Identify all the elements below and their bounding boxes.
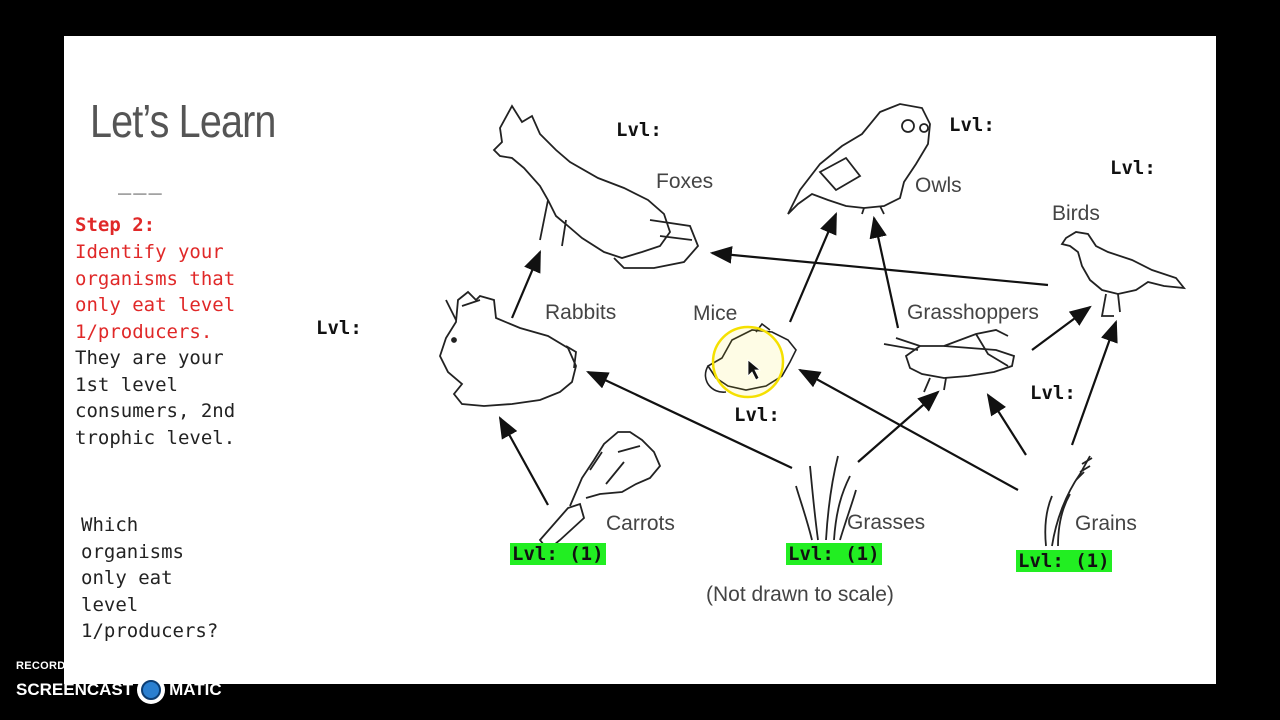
level-label-foxes: Lvl: xyxy=(616,119,662,141)
rabbit-illustration xyxy=(439,290,577,407)
fox-illustration xyxy=(492,104,700,269)
watermark-brand-right: MATIC xyxy=(169,680,222,699)
arrow-rabbits-to-foxes xyxy=(510,249,542,319)
food-web-arrows xyxy=(498,211,1118,506)
page-title: Let’s Learn xyxy=(90,95,276,147)
arrow-birds-to-foxes xyxy=(709,246,1049,287)
level-label-rabbits: Lvl: xyxy=(316,317,362,339)
grasshopper-illustration xyxy=(883,329,1016,393)
level-label-grasses: Lvl: (1) xyxy=(786,543,882,565)
title-divider: ___ xyxy=(118,170,164,195)
owl-illustration xyxy=(787,103,931,215)
arrow-mice-to-owls xyxy=(788,211,838,323)
label-rabbits: Rabbits xyxy=(545,301,617,324)
question-text: Which organisms only eat level 1/produce… xyxy=(81,514,219,642)
screencast-logo-icon xyxy=(137,676,166,704)
grasses-illustration xyxy=(795,455,857,541)
step-title: Step 2: xyxy=(75,214,156,236)
label-grains: Grains xyxy=(1075,512,1137,535)
slide: Let’s Learn ___ Step 2: Identify your or… xyxy=(64,36,1216,684)
step-instruction: Identify your organisms that only eat le… xyxy=(75,241,236,343)
arrow-grains-to-grasshoppers xyxy=(986,393,1027,456)
level-label-carrots: Lvl: (1) xyxy=(510,543,606,565)
watermark-recorded-with: RECORDED WITH xyxy=(16,660,115,672)
level-label-grasshoppers: Lvl: xyxy=(1030,382,1076,404)
step-explanation: They are your 1st level consumers, 2nd t… xyxy=(75,347,236,449)
arrow-grains-to-mice xyxy=(798,368,1019,491)
arrow-grasses-to-rabbits xyxy=(586,371,793,469)
level-label-owls: Lvl: xyxy=(949,114,995,136)
grains-illustration xyxy=(1044,455,1093,547)
watermark-brand: SCREENCAST MATIC xyxy=(16,676,222,704)
arrow-grasshoppers-to-owls xyxy=(869,215,900,329)
bird-illustration xyxy=(1060,231,1187,317)
label-grasses: Grasses xyxy=(847,511,926,534)
level-label-mice: Lvl: xyxy=(734,404,780,426)
arrow-grasses-to-grasshoppers xyxy=(857,390,940,463)
label-grasshoppers: Grasshoppers xyxy=(907,301,1039,324)
arrow-carrots-to-rabbits xyxy=(498,416,549,506)
label-foxes: Foxes xyxy=(656,170,714,193)
label-owls: Owls xyxy=(915,174,962,197)
watermark-brand-left: SCREENCAST xyxy=(16,680,134,699)
arrow-grasshoppers-to-birds xyxy=(1031,305,1092,351)
level-label-grains: Lvl: (1) xyxy=(1016,550,1112,572)
label-birds: Birds xyxy=(1052,202,1100,225)
arrow-grains-to-birds xyxy=(1070,319,1118,446)
label-mice: Mice xyxy=(693,302,738,325)
label-carrots: Carrots xyxy=(606,512,675,535)
scale-note: (Not drawn to scale) xyxy=(706,583,894,606)
screencast-watermark: RECORDED WITH SCREENCAST MATIC xyxy=(16,660,222,704)
level-label-birds: Lvl: xyxy=(1110,157,1156,179)
cursor-icon xyxy=(747,359,762,381)
